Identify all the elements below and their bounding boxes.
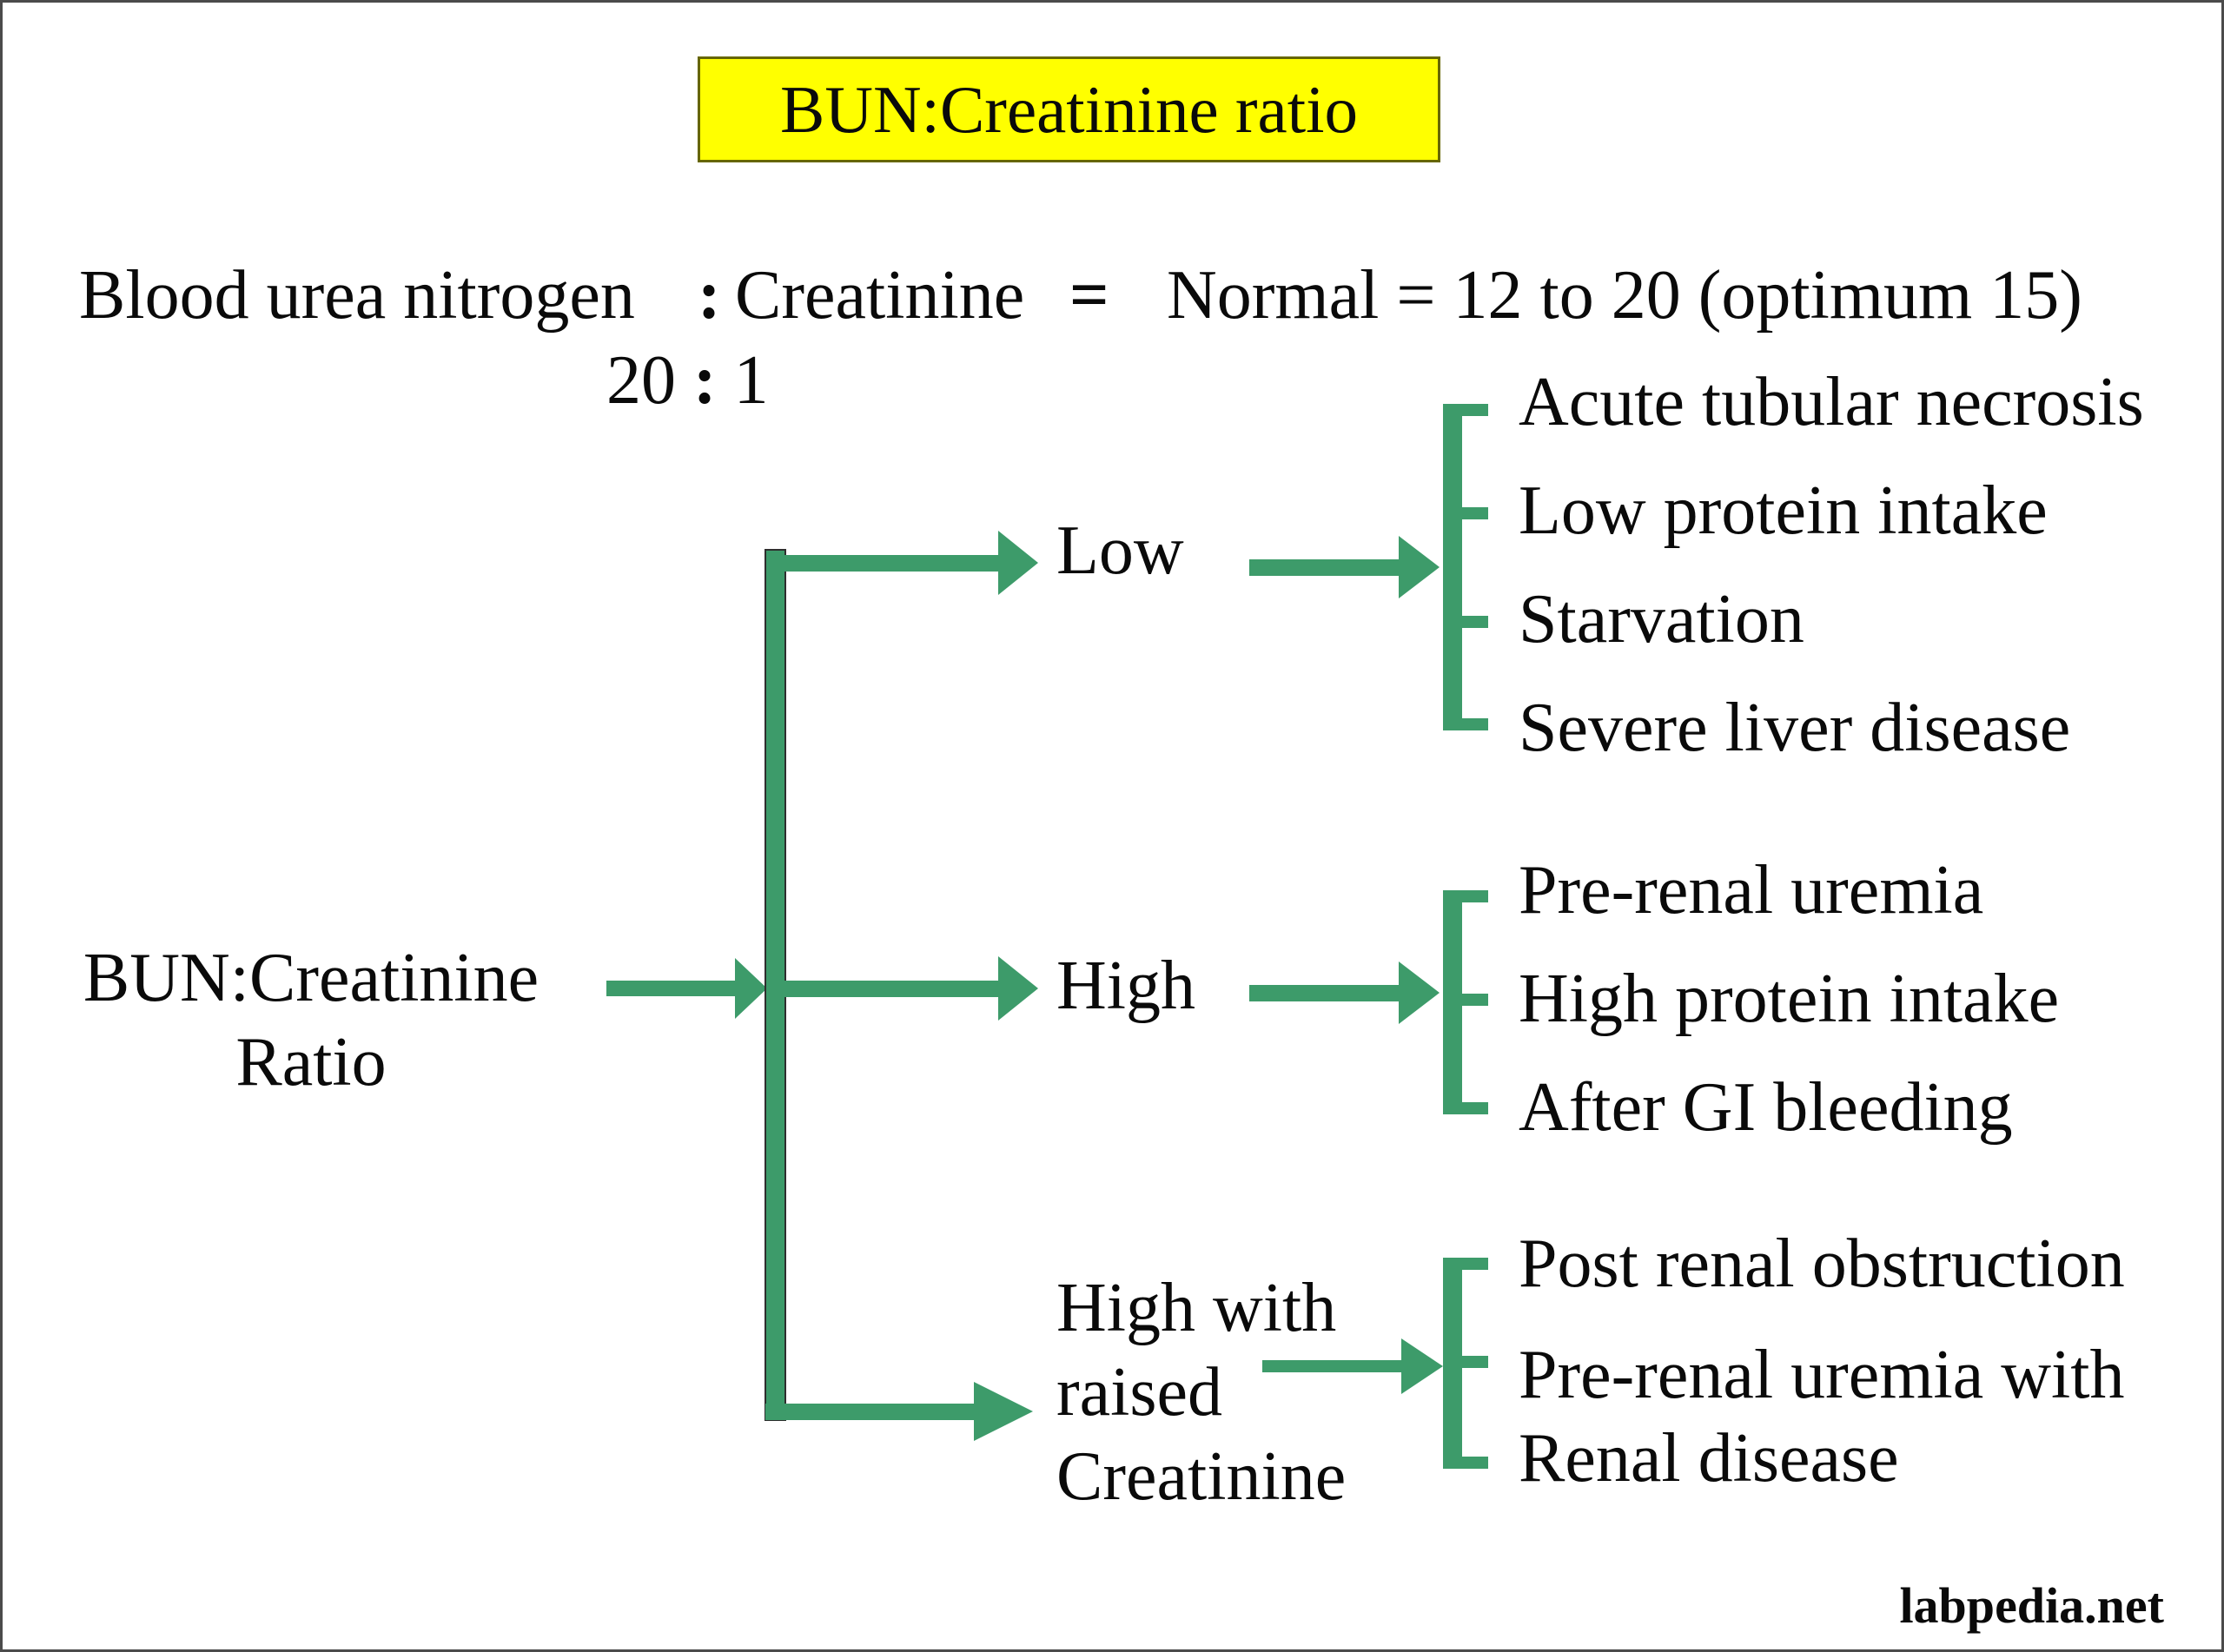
arrow-high-to-causes	[1249, 961, 1440, 1024]
ratio-denominator: 1	[733, 342, 769, 419]
root-node: BUN:Creatinine Ratio	[55, 936, 567, 1105]
cause-item: Starvation	[1519, 581, 1804, 657]
formula-colon: :	[698, 257, 721, 334]
arrow-trunk-to-highcreat	[765, 1382, 1033, 1441]
trunk-bar	[764, 549, 786, 1421]
formula-left-term: Blood urea nitrogen	[79, 257, 635, 334]
root-node-line2: Ratio	[235, 1024, 387, 1100]
ratio-colon: :	[693, 342, 717, 419]
cause-item: Severe liver disease	[1519, 690, 2071, 766]
bracket-low-causes	[1443, 404, 1488, 730]
cause-item: Acute tubular necrosis	[1519, 364, 2144, 440]
bracket-high-causes	[1443, 890, 1488, 1114]
cause-item: Pre-renal uremia with Renal disease	[1519, 1337, 2125, 1497]
arrow-low-to-causes	[1249, 536, 1440, 598]
cause-item: Post renal obstruction	[1519, 1226, 2125, 1302]
ratio-numerator: 20	[606, 342, 676, 419]
arrow-trunk-to-high	[784, 956, 1038, 1021]
root-node-line1: BUN:Creatinine	[83, 940, 539, 1016]
cause-item: Low protein intake	[1519, 472, 2048, 549]
formula-normal-range: Normal = 12 to 20 (optimum 15)	[1167, 257, 2082, 334]
cause-item: High protein intake	[1519, 961, 2060, 1037]
cause-item: After GI bleeding	[1519, 1069, 2013, 1146]
branch-label-low: Low	[1056, 512, 1184, 589]
title-box: BUN:Creatinine ratio	[698, 56, 1440, 162]
formula-equals-sign: =	[1069, 257, 1109, 334]
formula-ratio-line: 20:1	[606, 338, 769, 423]
bracket-highcreat-causes	[1443, 1258, 1488, 1469]
cause-item: Pre-renal uremia	[1519, 852, 1984, 928]
arrow-root-to-trunk	[606, 958, 767, 1019]
branch-label-high-raised-creatinine: High with raised Creatinine	[1056, 1270, 1347, 1515]
branch-label-high: High	[1056, 948, 1195, 1024]
arrow-trunk-to-low	[784, 531, 1038, 595]
watermark: labpedia.net	[1899, 1577, 2164, 1634]
page-title: BUN:Creatinine ratio	[779, 71, 1359, 147]
formula-right-term: Creatinine	[735, 257, 1025, 334]
